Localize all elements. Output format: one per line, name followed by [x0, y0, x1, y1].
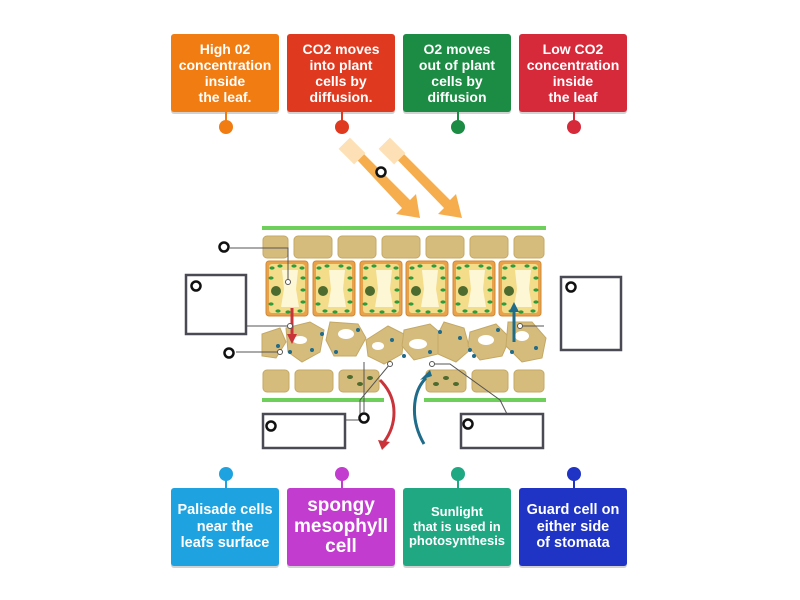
tile-line: either side — [536, 518, 610, 535]
pin-dot — [451, 120, 465, 134]
tile-line: Palisade cells — [177, 501, 273, 518]
label-tile-co2-moves[interactable]: CO2 moves into plant cells by diffusion. — [287, 34, 395, 112]
pin-dot — [567, 120, 581, 134]
pin-line — [341, 478, 343, 488]
palisade-cell — [312, 260, 356, 317]
pin-line — [457, 112, 459, 122]
label-tile-o2-moves[interactable]: O2 moves out of plant cells by diffusion — [403, 34, 511, 112]
drop-zone-guard-cell[interactable] — [355, 409, 373, 427]
tile-line: the leaf. — [198, 89, 252, 106]
lower-cuticle — [262, 398, 384, 402]
pin-dot — [567, 467, 581, 481]
tile-line: out of plant — [418, 56, 496, 73]
pin-dot — [335, 467, 349, 481]
lower-cuticle — [424, 398, 546, 402]
label-tile-palisade[interactable]: Palisade cells near the leafs surface — [171, 488, 279, 566]
label-tile-spongy[interactable]: spongy mesophyll cell — [287, 488, 395, 566]
pin-dot — [219, 120, 233, 134]
tile-line: High 02 — [199, 40, 251, 57]
upper-epidermis — [262, 235, 545, 259]
tile-line: spongy — [307, 495, 375, 517]
drop-zone-box-bottom-left[interactable] — [263, 414, 345, 448]
tile-line: diffusion — [427, 89, 487, 106]
drop-zone-sunlight[interactable] — [372, 163, 390, 181]
tile-line: cells by — [431, 73, 483, 89]
circle-marker-icon — [190, 166, 577, 432]
tile-line: Sunlight — [431, 503, 483, 519]
tile-line: inside — [552, 73, 594, 89]
pin-line — [341, 112, 343, 122]
tile-line: cells by — [315, 73, 367, 89]
drop-zone-spongy[interactable] — [220, 344, 238, 362]
tile-line: cell — [325, 536, 357, 558]
tile-line: concentration — [178, 56, 272, 73]
pin-line — [457, 478, 459, 488]
drop-zone-box-bottom-right[interactable] — [461, 414, 543, 448]
tile-line: Guard cell on — [526, 501, 620, 518]
palisade-cell — [405, 260, 449, 317]
arrow-heads — [287, 302, 519, 450]
upper-cuticle — [262, 226, 546, 230]
palisade-cell — [498, 260, 542, 317]
drop-zone-box-left[interactable] — [186, 275, 246, 334]
gas-exchange-arrows — [290, 308, 516, 445]
pin-dot — [219, 467, 233, 481]
tile-line: into plant — [309, 56, 373, 73]
pin-dot — [451, 467, 465, 481]
pin-line — [225, 112, 227, 122]
tile-line: the leaf — [548, 89, 598, 106]
pin-line — [573, 478, 575, 488]
tile-line: near the — [196, 518, 254, 535]
pin-line — [573, 112, 575, 122]
tile-line: photosynthesis — [408, 533, 506, 549]
tile-line: O2 moves — [423, 40, 491, 57]
drop-zone-upper-left[interactable] — [215, 238, 233, 256]
tile-line: Low CO2 — [542, 40, 604, 57]
tile-line: inside — [204, 73, 246, 89]
lower-epidermis — [262, 369, 545, 393]
spongy-mesophyll-layer — [261, 318, 547, 366]
tile-line: CO2 moves — [302, 40, 380, 57]
palisade-cell — [265, 260, 309, 317]
label-tile-guard[interactable]: Guard cell on either side of stomata — [519, 488, 627, 566]
sunlight-arrows — [338, 137, 462, 218]
tile-line: concentration — [526, 56, 620, 73]
palisade-cell — [359, 260, 403, 317]
label-tile-high-o2[interactable]: High 02 concentration inside the leaf. — [171, 34, 279, 112]
tile-line: leafs surface — [180, 535, 270, 552]
palisade-cell — [452, 260, 496, 317]
tile-line: mesophyll — [294, 515, 388, 537]
pin-line — [225, 478, 227, 488]
leader-end-dots — [277, 279, 523, 367]
palisade-layer — [265, 260, 542, 317]
guard-cell-chloroplasts — [347, 375, 459, 386]
label-tile-sunlight[interactable]: Sunlight that is used in photosynthesis — [403, 488, 511, 566]
tile-line: diffusion. — [309, 89, 373, 106]
drop-zone-box-right[interactable] — [561, 277, 621, 350]
tile-line: of stomata — [536, 535, 610, 552]
tile-line: that is used in — [413, 518, 501, 534]
pin-dot — [335, 120, 349, 134]
label-tile-low-co2[interactable]: Low CO2 concentration inside the leaf — [519, 34, 627, 112]
